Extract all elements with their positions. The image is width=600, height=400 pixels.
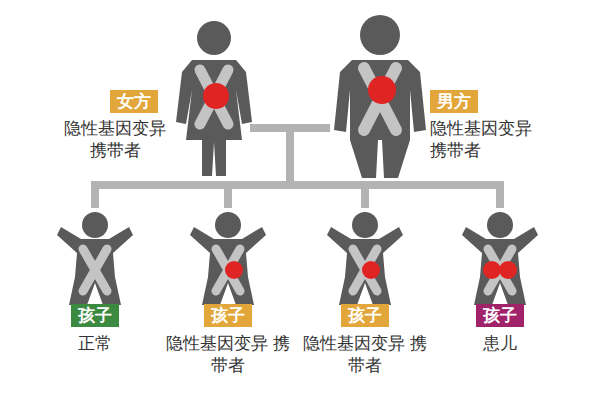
family-line xyxy=(290,128,365,208)
role-tag: 男方 xyxy=(430,90,478,113)
father-figure xyxy=(334,15,426,178)
child-figure xyxy=(327,212,403,305)
child-figure xyxy=(57,212,133,305)
role-tag: 孩子 xyxy=(204,304,252,327)
role-tag: 孩子 xyxy=(71,304,119,327)
child-box: 孩子患儿 xyxy=(430,208,570,388)
family-line xyxy=(228,128,330,208)
family-line xyxy=(95,128,290,208)
genotype-label: 隐性基因变异 携带者 xyxy=(158,332,298,376)
child-box: 孩子隐性基因变异 携带者 xyxy=(295,208,435,388)
child-box: 孩子隐性基因变异 携带者 xyxy=(158,208,298,388)
family-line xyxy=(250,128,365,208)
family-line xyxy=(290,128,500,208)
parent-box: 女方隐性基因变异 携带者 xyxy=(55,15,250,180)
parent-box: 男方隐性基因变异 携带者 xyxy=(330,15,545,180)
role-tag: 孩子 xyxy=(341,304,389,327)
child-figure xyxy=(190,212,266,305)
role-tag: 女方 xyxy=(110,90,158,113)
mother-figure xyxy=(176,21,252,176)
child-box: 孩子正常 xyxy=(25,208,165,388)
family-line xyxy=(250,128,500,208)
genotype-label: 隐性基因变异 携带者 xyxy=(55,117,175,161)
genotype-label: 患儿 xyxy=(430,332,570,354)
role-tag: 孩子 xyxy=(476,304,524,327)
family-line xyxy=(95,128,330,208)
genotype-label: 正常 xyxy=(25,332,165,354)
family-line xyxy=(228,128,290,208)
genotype-label: 隐性基因变异 携带者 xyxy=(430,117,545,161)
child-figure xyxy=(462,212,538,305)
genotype-label: 隐性基因变异 携带者 xyxy=(295,332,435,376)
